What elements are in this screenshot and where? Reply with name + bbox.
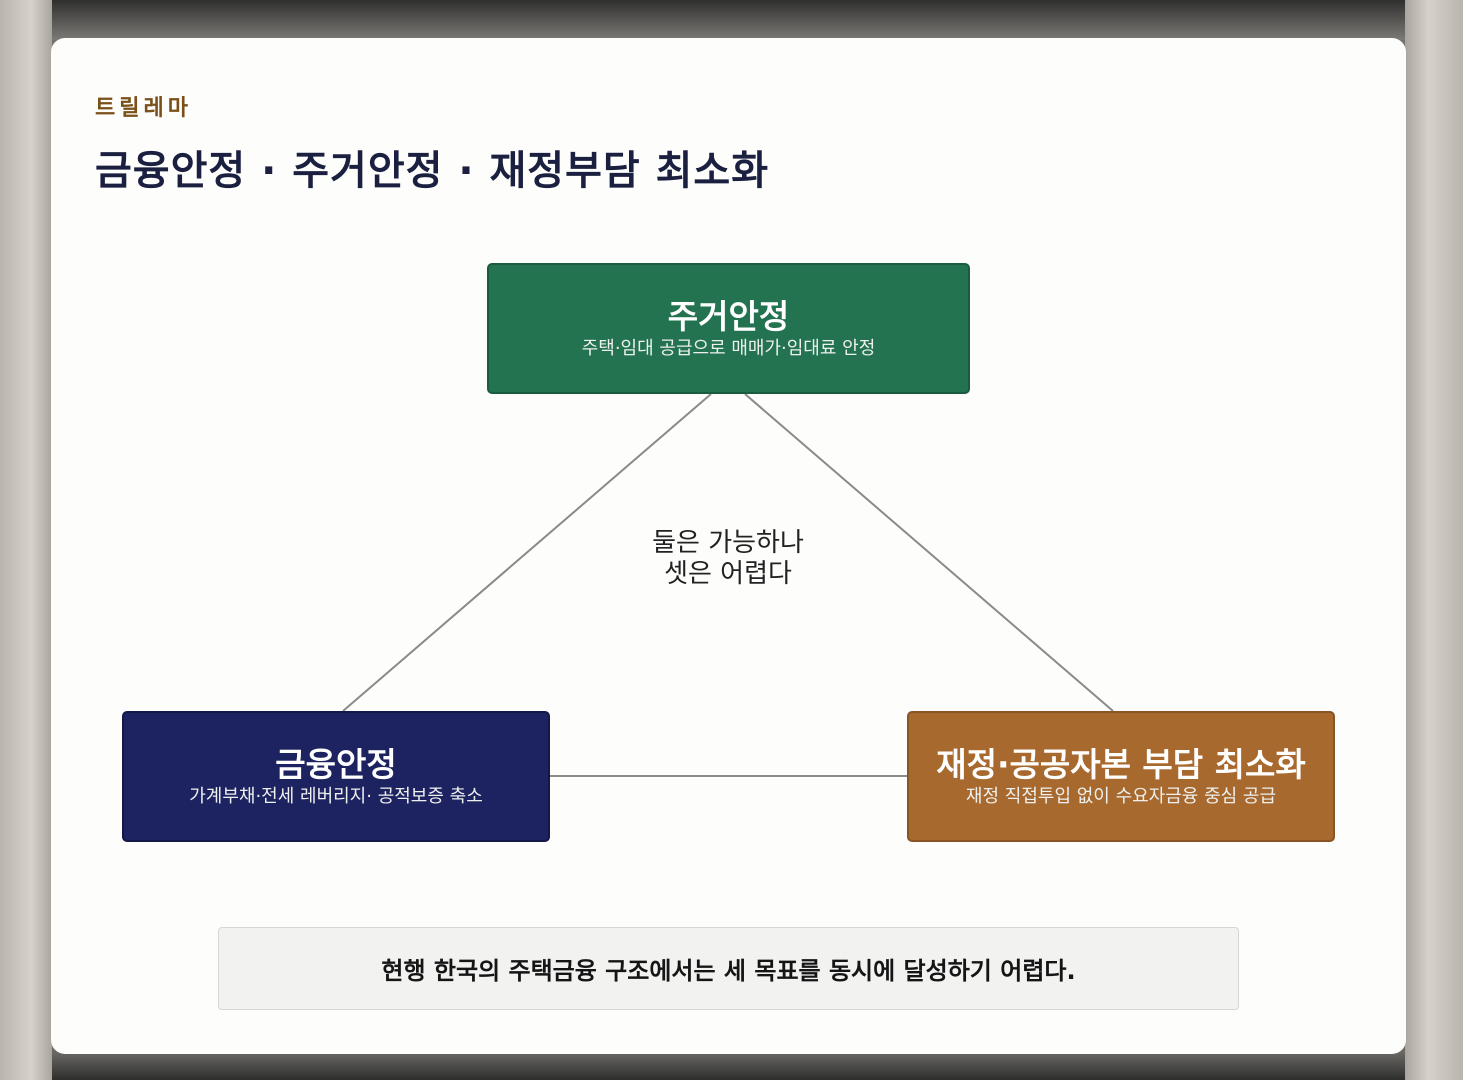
conclusion-text: 현행 한국의 주택금융 구조에서는 세 목표를 동시에 달성하기 어렵다. bbox=[381, 957, 1076, 985]
node-fiscal-burden-subtitle: 재정 직접투입 없이 수요자금융 중심 공급 bbox=[965, 785, 1277, 807]
slide: 트릴레마 금융안정 · 주거안정 · 재정부담 최소화 주거안정 주택·임대 공… bbox=[51, 38, 1406, 1054]
node-housing-stability: 주거안정 주택·임대 공급으로 매매가·임대료 안정 bbox=[487, 263, 970, 394]
trilemma-center-note: 둘은 가능하나 셋은 어렵다 bbox=[578, 528, 878, 590]
slide-eyebrow: 트릴레마 bbox=[95, 96, 192, 121]
node-housing-stability-title: 주거안정 bbox=[667, 296, 790, 336]
background-frame-top bbox=[0, 0, 1463, 40]
edge-top-left bbox=[342, 393, 712, 712]
node-fiscal-burden-title: 재정·공공자본 부담 최소화 bbox=[936, 744, 1306, 784]
node-financial-stability-subtitle: 가계부채·전세 레버리지· 공적보증 축소 bbox=[189, 785, 483, 807]
center-note-line2: 셋은 어렵다 bbox=[664, 559, 792, 589]
center-note-line1: 둘은 가능하나 bbox=[652, 528, 804, 558]
node-financial-stability: 금융안정 가계부채·전세 레버리지· 공적보증 축소 bbox=[122, 711, 550, 842]
background-frame-bottom bbox=[0, 1052, 1463, 1080]
node-housing-stability-subtitle: 주택·임대 공급으로 매매가·임대료 안정 bbox=[581, 337, 876, 359]
node-financial-stability-title: 금융안정 bbox=[275, 744, 397, 784]
slide-title: 금융안정 · 주거안정 · 재정부담 최소화 bbox=[95, 148, 770, 194]
background-frame-right bbox=[1405, 0, 1463, 1080]
node-fiscal-burden: 재정·공공자본 부담 최소화 재정 직접투입 없이 수요자금융 중심 공급 bbox=[907, 711, 1335, 842]
background-frame-left bbox=[0, 0, 52, 1080]
trilemma-connectors bbox=[342, 393, 1114, 777]
edge-top-right bbox=[744, 393, 1114, 712]
conclusion-box: 현행 한국의 주택금융 구조에서는 세 목표를 동시에 달성하기 어렵다. bbox=[218, 927, 1239, 1010]
